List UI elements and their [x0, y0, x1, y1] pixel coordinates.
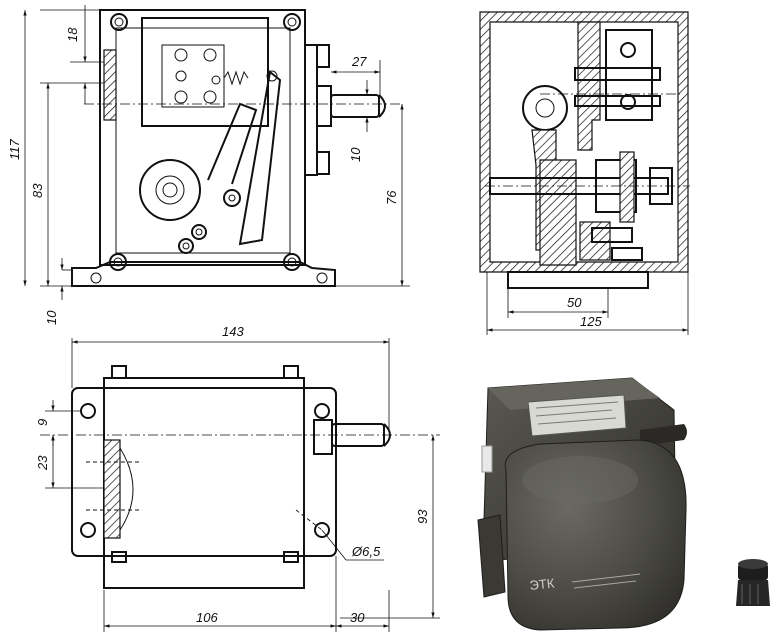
front-cam-disc: [139, 159, 201, 221]
photo-brand-logo: ЭТК: [529, 575, 556, 593]
front-body-inner: [115, 27, 291, 254]
photo-cable-gland: [736, 559, 770, 606]
dim-10-base: 10: [44, 310, 59, 325]
dim-83: 83: [30, 183, 45, 198]
dim-106: 106: [196, 610, 218, 625]
section-switch-block: [605, 29, 653, 121]
dim-50: 50: [567, 295, 582, 310]
dim-23: 23: [35, 455, 50, 471]
section-dimensions: [486, 272, 689, 335]
dim-10-shaft: 10: [348, 147, 363, 162]
top-mount-holes: [80, 403, 330, 538]
front-link-arm: [207, 102, 258, 185]
section-screw-top: [574, 67, 661, 81]
dim-125: 125: [580, 314, 602, 329]
front-screws: [90, 13, 328, 284]
section-gear: [539, 159, 577, 266]
section-view: 50 125: [479, 11, 690, 335]
dim-27: 27: [351, 54, 367, 69]
front-microswitch: [161, 44, 225, 108]
top-cable-entry: [103, 439, 121, 539]
front-switch-plate: [141, 17, 269, 127]
dim-18: 18: [65, 27, 80, 42]
section-cam: [522, 85, 568, 131]
top-dimensions: [45, 338, 440, 632]
dim-76: 76: [384, 190, 399, 205]
top-flange-outline: [71, 387, 337, 557]
photo-cable-gland-stub: [481, 445, 493, 473]
front-lever: [238, 70, 282, 246]
front-spring: [223, 70, 249, 86]
photo-round-lid: [504, 439, 687, 631]
top-view: 143 9 23 93 Ø6,5 106 30: [35, 324, 440, 632]
dim-143: 143: [222, 324, 244, 339]
dim-30: 30: [350, 610, 365, 625]
dim-9: 9: [35, 419, 50, 426]
product-photo: ЭТК: [477, 377, 770, 631]
dim-hole-diameter: Ø6,5: [351, 544, 381, 559]
front-shaft: [330, 94, 380, 118]
front-view: 18 117 83 10 27 10 76: [7, 5, 410, 325]
dim-117: 117: [7, 139, 22, 160]
front-cable-entry: [103, 49, 117, 121]
section-inner-partition: [577, 21, 601, 151]
section-base: [507, 271, 649, 289]
top-shaft: [331, 423, 385, 447]
top-shaft-collar: [313, 419, 333, 455]
photo-name-plate: [527, 394, 627, 437]
dim-93: 93: [415, 509, 430, 524]
front-right-cover: [304, 44, 318, 176]
front-dimensions: [23, 5, 410, 300]
